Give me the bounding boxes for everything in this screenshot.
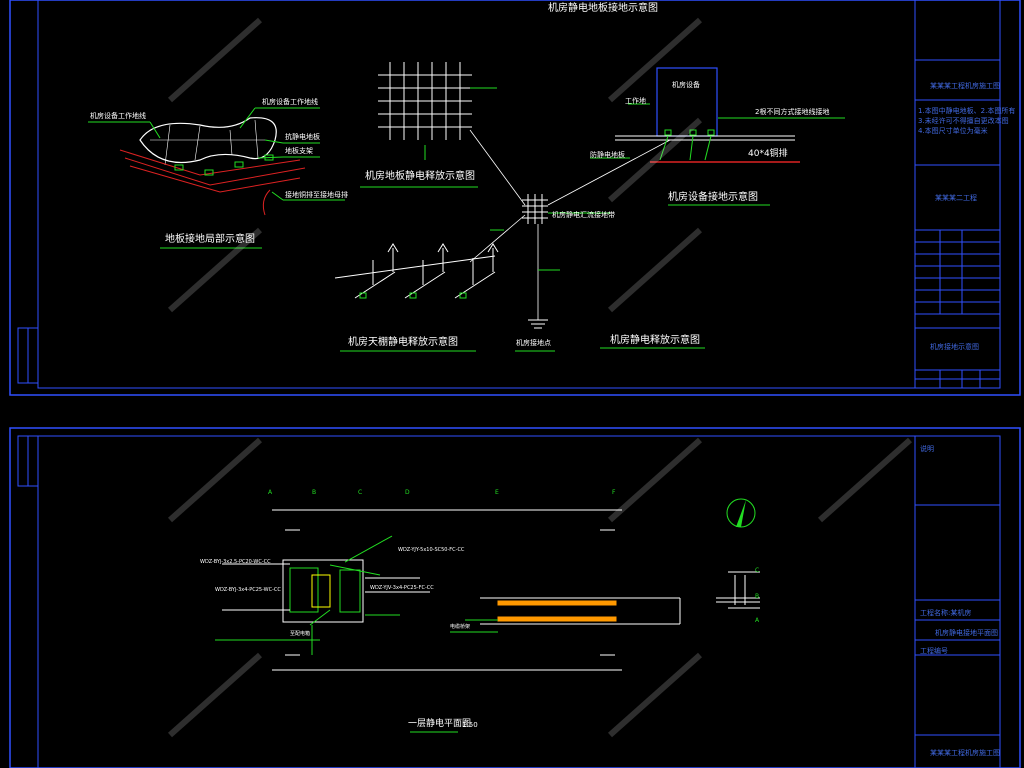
cable-label-6: 电缆桥架 xyxy=(450,624,471,630)
titleblock-note-2: 3.未经许可不得擅自更改本图 xyxy=(918,117,1009,125)
sheet1-top-title: 机房静电地板接地示意图 xyxy=(548,3,658,14)
ceiling-static-title: 机房天棚静电释放示意图 xyxy=(348,337,458,348)
cable-label-1: WDZ-YJY-5x10-SC50-FC-CC xyxy=(398,547,465,553)
equip-label-4: 防静电地板 xyxy=(590,151,625,159)
static-connector-node xyxy=(522,194,548,224)
equip-ground-diagram xyxy=(590,67,845,206)
ground-point-label: 机房接地点 xyxy=(516,339,551,347)
sheet-1 xyxy=(9,0,1021,396)
cable-label-4: WDZ-YJV-3x4-PC25-FC-CC xyxy=(370,585,434,591)
sheet2-tb-mid2: 机房静电接地平面图 xyxy=(935,629,998,637)
equip-ground-title: 机房设备接地示意图 xyxy=(668,192,758,203)
floor-local-diagram xyxy=(88,107,345,249)
static-release-title: 机房静电释放示意图 xyxy=(610,335,700,346)
sheet-2-outer-frame xyxy=(9,427,1021,768)
side-axis-3: A xyxy=(755,617,760,624)
floor-local-label-1: 机房设备工作地线 xyxy=(90,112,146,120)
sheet-2-title-block xyxy=(914,436,1000,768)
sheet2-tb-mid3: 工程编号 xyxy=(920,647,948,655)
sheet-2-inner-frame xyxy=(37,435,1001,768)
floor-static-title: 机房地板静电释放示意图 xyxy=(365,171,475,182)
watermark xyxy=(168,17,912,738)
axis-label-3: C xyxy=(358,489,363,496)
side-axis-1: C xyxy=(755,567,760,574)
connector-label: 机房静电汇流接地带 xyxy=(552,211,615,219)
ceiling-static-diagram xyxy=(334,243,499,299)
sheet2-tb-top: 说明 xyxy=(920,445,934,453)
equip-label-3: 2根不同方式接地线接地 xyxy=(755,108,830,116)
titleblock-note-1: 1.本图中静电地板、2.本图所有 xyxy=(918,107,1016,115)
floor-local-label-4: 地板支架 xyxy=(285,147,313,155)
sheet2-tb-mid1: 工程名称:某机房 xyxy=(920,609,972,617)
cable-label-3: WDZ-BYJ-3x4-PC25-WC-CC xyxy=(215,587,281,593)
north-arrow-icon xyxy=(726,498,756,528)
sheet2-tb-bottom: 某某某工程机房施工图 xyxy=(930,749,1000,757)
floor-local-title: 地板接地局部示意图 xyxy=(165,234,255,245)
sheet-1-title-block xyxy=(914,0,1000,388)
equip-label-2: 工作地 xyxy=(625,97,646,105)
axis-label-6: F xyxy=(612,489,616,496)
titleblock-project: 某某某工程机房施工图 xyxy=(930,82,1000,90)
sheet-2 xyxy=(9,427,1021,768)
ground-symbol xyxy=(528,319,548,329)
floor-plan xyxy=(215,509,681,671)
side-axis-2: B xyxy=(755,593,760,600)
sheet-1-outer-frame xyxy=(9,0,1021,396)
axis-label-2: B xyxy=(312,489,317,496)
floor-local-label-3: 抗静电地板 xyxy=(285,133,320,141)
titleblock-drawing-name: 机房接地示意图 xyxy=(930,343,979,351)
equip-label-1: 机房设备 xyxy=(672,81,700,89)
copper-bar-label: 40*4铜排 xyxy=(748,149,788,159)
axis-label-5: E xyxy=(495,489,499,496)
sheet-1-inner-frame xyxy=(37,0,1001,389)
plan-title: 一层静电平面图 xyxy=(408,719,472,729)
titleblock-note-3: 4.本图尺寸单位为毫米 xyxy=(918,127,988,135)
plan-scale: 1:50 xyxy=(462,721,478,729)
floor-local-label-2: 机房设备工作地线 xyxy=(262,98,318,106)
cable-label-5: 至配电箱 xyxy=(290,631,311,637)
floor-local-label-5: 接地铜排至接地母排 xyxy=(285,191,348,199)
titleblock-designer: 某某某二工程 xyxy=(935,194,977,202)
cable-label-2: WDZ-BYJ-3x2.5-PC20-WC-CC xyxy=(200,559,271,565)
axis-label-4: D xyxy=(405,489,410,496)
axis-label-1: A xyxy=(268,489,273,496)
floor-static-grid xyxy=(378,62,472,140)
